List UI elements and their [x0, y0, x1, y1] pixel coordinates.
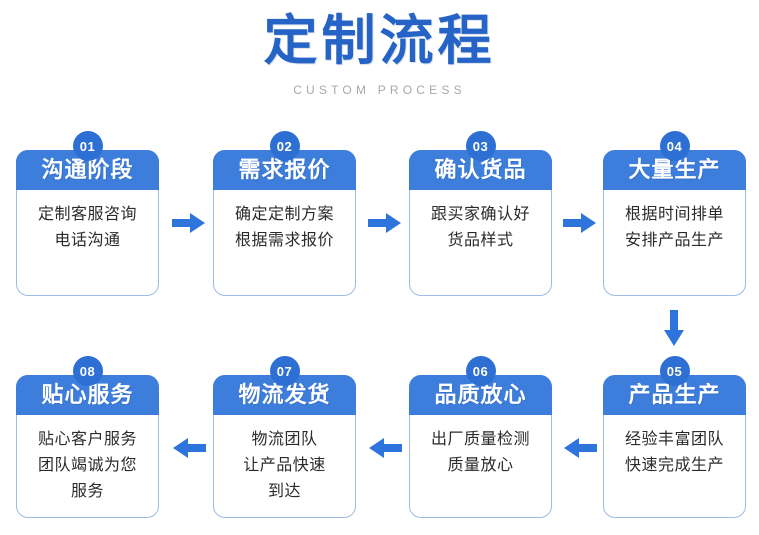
step-title-04: 大量生产	[628, 157, 721, 182]
step-card-06[interactable]: 06 品质放心 出厂质量检测 质量放心	[409, 356, 552, 518]
step-badge-08: 08	[72, 356, 103, 386]
step-badge-01: 01	[72, 131, 103, 161]
step-body-line: 跟买家确认好	[430, 206, 530, 223]
step-badge-06: 06	[465, 356, 496, 386]
step-card-02[interactable]: 02 需求报价 确定定制方案 根据需求报价	[213, 131, 356, 296]
step-body-line: 根据时间排单	[624, 206, 724, 223]
step-body-line: 物流团队	[251, 431, 318, 448]
arrow-left-07-to-08-icon	[172, 437, 206, 459]
step-body-line: 根据需求报价	[234, 232, 334, 249]
step-body-line: 安排产品生产	[624, 232, 724, 249]
step-body-07: 物流团队 让产品快速 到达	[214, 415, 355, 517]
step-card-02-header: 02 需求报价	[213, 131, 356, 190]
step-title-08: 贴心服务	[41, 382, 134, 407]
step-card-07[interactable]: 07 物流发货 物流团队 让产品快速 到达	[213, 356, 356, 518]
step-title-06: 品质放心	[434, 382, 527, 407]
step-body-line: 团队竭诚为您	[37, 457, 137, 474]
step-card-01-header: 01 沟通阶段	[16, 131, 159, 190]
arrow-down-04-to-05-icon	[663, 310, 685, 346]
step-body-line: 确定定制方案	[234, 206, 334, 223]
step-title-05: 产品生产	[628, 382, 721, 407]
title-block: 定制流程 CUSTOM PROCESS	[0, 8, 759, 98]
step-badge-02: 02	[269, 131, 300, 161]
step-badge-03: 03	[465, 131, 496, 161]
step-body-line: 货品样式	[447, 232, 514, 249]
step-card-08-header: 08 贴心服务	[16, 356, 159, 415]
step-body-line: 让产品快速	[243, 457, 326, 474]
step-title-01: 沟通阶段	[41, 157, 134, 182]
step-badge-05: 05	[659, 356, 690, 386]
step-body-01: 定制客服咨询 电话沟通	[17, 190, 158, 266]
step-card-05-header: 05 产品生产	[603, 356, 746, 415]
step-body-02: 确定定制方案 根据需求报价	[214, 190, 355, 266]
step-body-08: 贴心客户服务 团队竭诚为您 服务	[17, 415, 158, 517]
page-subtitle: CUSTOM PROCESS	[293, 83, 466, 97]
step-body-line: 快速完成生产	[624, 457, 724, 474]
step-body-06: 出厂质量检测 质量放心	[410, 415, 551, 491]
step-title-02: 需求报价	[238, 157, 331, 182]
step-body-line: 质量放心	[447, 457, 514, 474]
step-title-03: 确认货品	[434, 157, 527, 182]
step-body-03: 跟买家确认好 货品样式	[410, 190, 551, 266]
step-card-08[interactable]: 08 贴心服务 贴心客户服务 团队竭诚为您 服务	[16, 356, 159, 518]
step-body-line: 出厂质量检测	[430, 431, 530, 448]
step-card-06-header: 06 品质放心	[409, 356, 552, 415]
step-body-line: 电话沟通	[54, 232, 121, 249]
step-badge-07: 07	[269, 356, 300, 386]
step-body-line: 定制客服咨询	[37, 206, 137, 223]
step-card-01[interactable]: 01 沟通阶段 定制客服咨询 电话沟通	[16, 131, 159, 296]
step-card-04-header: 04 大量生产	[603, 131, 746, 190]
step-body-line: 贴心客户服务	[37, 431, 137, 448]
step-body-line: 服务	[70, 483, 104, 500]
step-card-05[interactable]: 05 产品生产 经验丰富团队 快速完成生产	[603, 356, 746, 518]
step-card-04[interactable]: 04 大量生产 根据时间排单 安排产品生产	[603, 131, 746, 296]
arrow-right-01-to-02-icon	[172, 212, 206, 234]
arrow-left-06-to-07-icon	[368, 437, 402, 459]
step-card-07-header: 07 物流发货	[213, 356, 356, 415]
page-title: 定制流程	[263, 11, 496, 71]
arrow-right-03-to-04-icon	[563, 212, 597, 234]
step-title-07: 物流发货	[238, 382, 331, 407]
step-card-03[interactable]: 03 确认货品 跟买家确认好 货品样式	[409, 131, 552, 296]
step-badge-04: 04	[659, 131, 690, 161]
step-body-05: 经验丰富团队 快速完成生产	[604, 415, 745, 491]
step-body-line: 到达	[267, 483, 301, 500]
step-body-line: 经验丰富团队	[624, 431, 724, 448]
arrow-right-02-to-03-icon	[368, 212, 402, 234]
step-body-04: 根据时间排单 安排产品生产	[604, 190, 745, 266]
arrow-left-05-to-06-icon	[563, 437, 597, 459]
step-card-03-header: 03 确认货品	[409, 131, 552, 190]
